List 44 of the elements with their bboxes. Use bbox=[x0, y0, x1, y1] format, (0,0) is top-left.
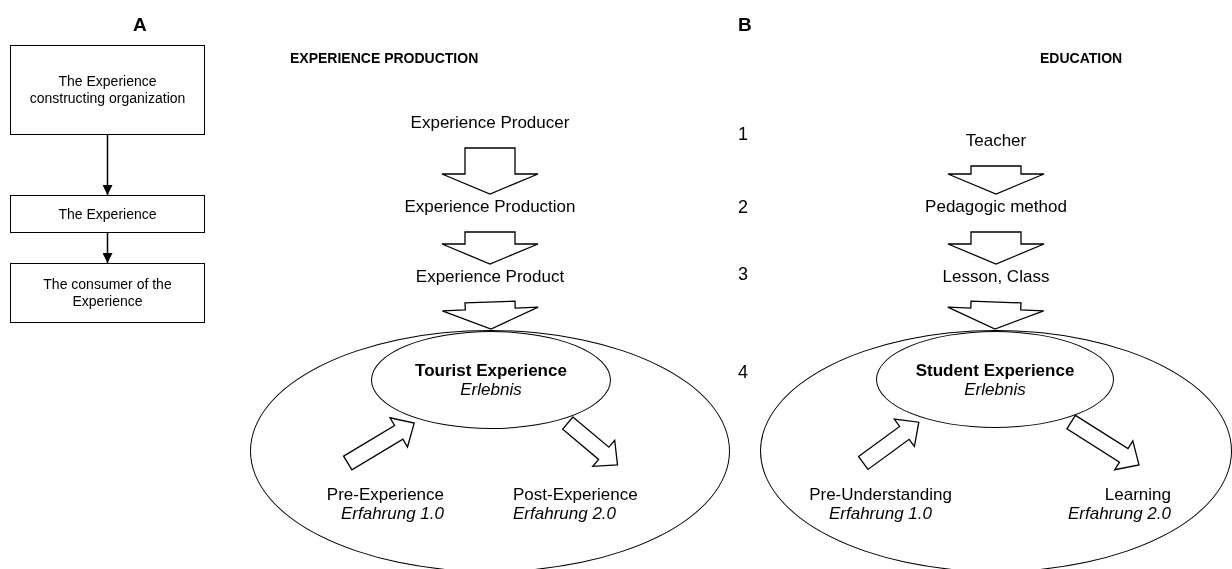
process-box bbox=[10, 45, 205, 135]
level-number: 2 bbox=[738, 197, 748, 218]
term-text: Erfahrung 2.0 bbox=[1068, 504, 1171, 523]
stage-text: Pre-Experience bbox=[326, 485, 444, 504]
term-text: Erfahrung 2.0 bbox=[513, 504, 616, 523]
level-number: 1 bbox=[738, 124, 748, 145]
box-text: The Experience bbox=[58, 205, 157, 223]
box-text: The Experience constructing organization bbox=[28, 73, 187, 107]
block-arrow bbox=[441, 231, 539, 265]
process-box bbox=[10, 263, 205, 323]
stage-text: Learning bbox=[1104, 485, 1171, 504]
panel-letter: B bbox=[738, 14, 752, 36]
box-text: The consumer of the Experience bbox=[42, 276, 173, 310]
experience-title: Student Experience bbox=[915, 360, 1075, 380]
arrow bbox=[102, 134, 113, 196]
block-arrow bbox=[561, 416, 619, 468]
stage-text: Experience Producer bbox=[390, 112, 590, 134]
process-box bbox=[10, 195, 205, 233]
stage-text: Experience Product bbox=[390, 266, 590, 288]
stage-text: Pedagogic method bbox=[896, 196, 1096, 218]
level-number: 4 bbox=[738, 362, 748, 383]
block-arrow bbox=[947, 165, 1045, 195]
panel-letter: A bbox=[133, 14, 147, 36]
stage-text: Experience Production bbox=[390, 196, 590, 218]
experience-term: Erlebnis bbox=[460, 380, 522, 399]
term-text: Erfahrung 1.0 bbox=[829, 504, 932, 523]
block-arrow bbox=[441, 300, 539, 330]
stage-text: Teacher bbox=[896, 130, 1096, 152]
block-arrow bbox=[441, 147, 539, 195]
block-arrow bbox=[1066, 414, 1140, 471]
stage-text: Pre-Understanding bbox=[809, 485, 952, 504]
block-arrow bbox=[947, 231, 1045, 265]
experience-title: Tourist Experience bbox=[415, 361, 567, 380]
arrow bbox=[102, 232, 113, 264]
block-arrow bbox=[857, 418, 920, 471]
column-heading: EDUCATION bbox=[1040, 50, 1123, 66]
experience-term: Erlebnis bbox=[964, 379, 1026, 399]
block-arrow bbox=[342, 416, 415, 471]
stage-text: Post-Experience bbox=[513, 485, 638, 504]
term-text: Erfahrung 1.0 bbox=[341, 504, 444, 523]
stage-text: Lesson, Class bbox=[896, 266, 1096, 288]
block-arrow bbox=[947, 300, 1045, 330]
column-heading: EXPERIENCE PRODUCTION bbox=[290, 50, 479, 66]
level-number: 3 bbox=[738, 264, 748, 285]
